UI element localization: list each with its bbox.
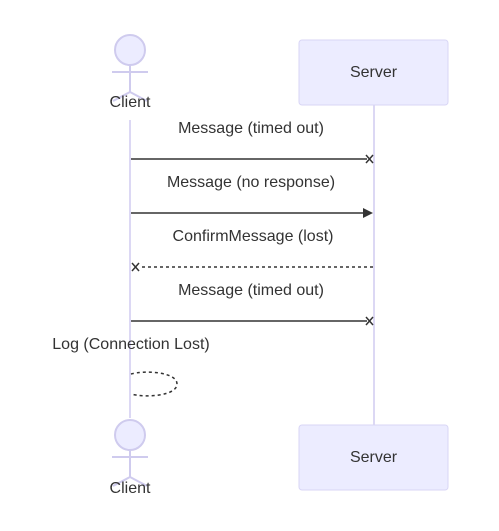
client-label-bottom: Client xyxy=(110,480,151,497)
self-message-label: Log (Connection Lost) xyxy=(52,336,209,353)
server-label-top: Server xyxy=(350,64,398,81)
message-1-label: Message (timed out) xyxy=(178,120,324,137)
cross-icon xyxy=(365,154,374,164)
server-participant-top[interactable]: Server xyxy=(298,39,449,106)
client-actor-top[interactable]: Client xyxy=(110,34,151,111)
cross-icon xyxy=(131,262,140,272)
message-4-label: Message (timed out) xyxy=(178,282,324,299)
message-3: ConfirmMessage (lost) xyxy=(131,228,373,272)
cross-icon xyxy=(365,316,374,326)
self-message: Log (Connection Lost) xyxy=(52,336,210,397)
client-actor-bottom[interactable]: Client xyxy=(110,419,151,497)
actor-head-icon xyxy=(114,419,146,451)
message-2: Message (no response) xyxy=(131,174,373,218)
message-3-label: ConfirmMessage (lost) xyxy=(173,228,334,245)
message-1: Message (timed out) xyxy=(131,120,374,164)
client-label-top: Client xyxy=(110,94,151,111)
server-participant-bottom[interactable]: Server xyxy=(298,424,449,491)
server-label-bottom: Server xyxy=(350,449,398,466)
message-2-label: Message (no response) xyxy=(167,174,335,191)
arrowhead-icon xyxy=(363,208,373,218)
message-4: Message (timed out) xyxy=(131,282,374,326)
self-loop xyxy=(130,371,178,397)
actor-head-icon xyxy=(114,34,146,66)
server-box xyxy=(298,39,449,106)
server-box xyxy=(298,424,449,491)
